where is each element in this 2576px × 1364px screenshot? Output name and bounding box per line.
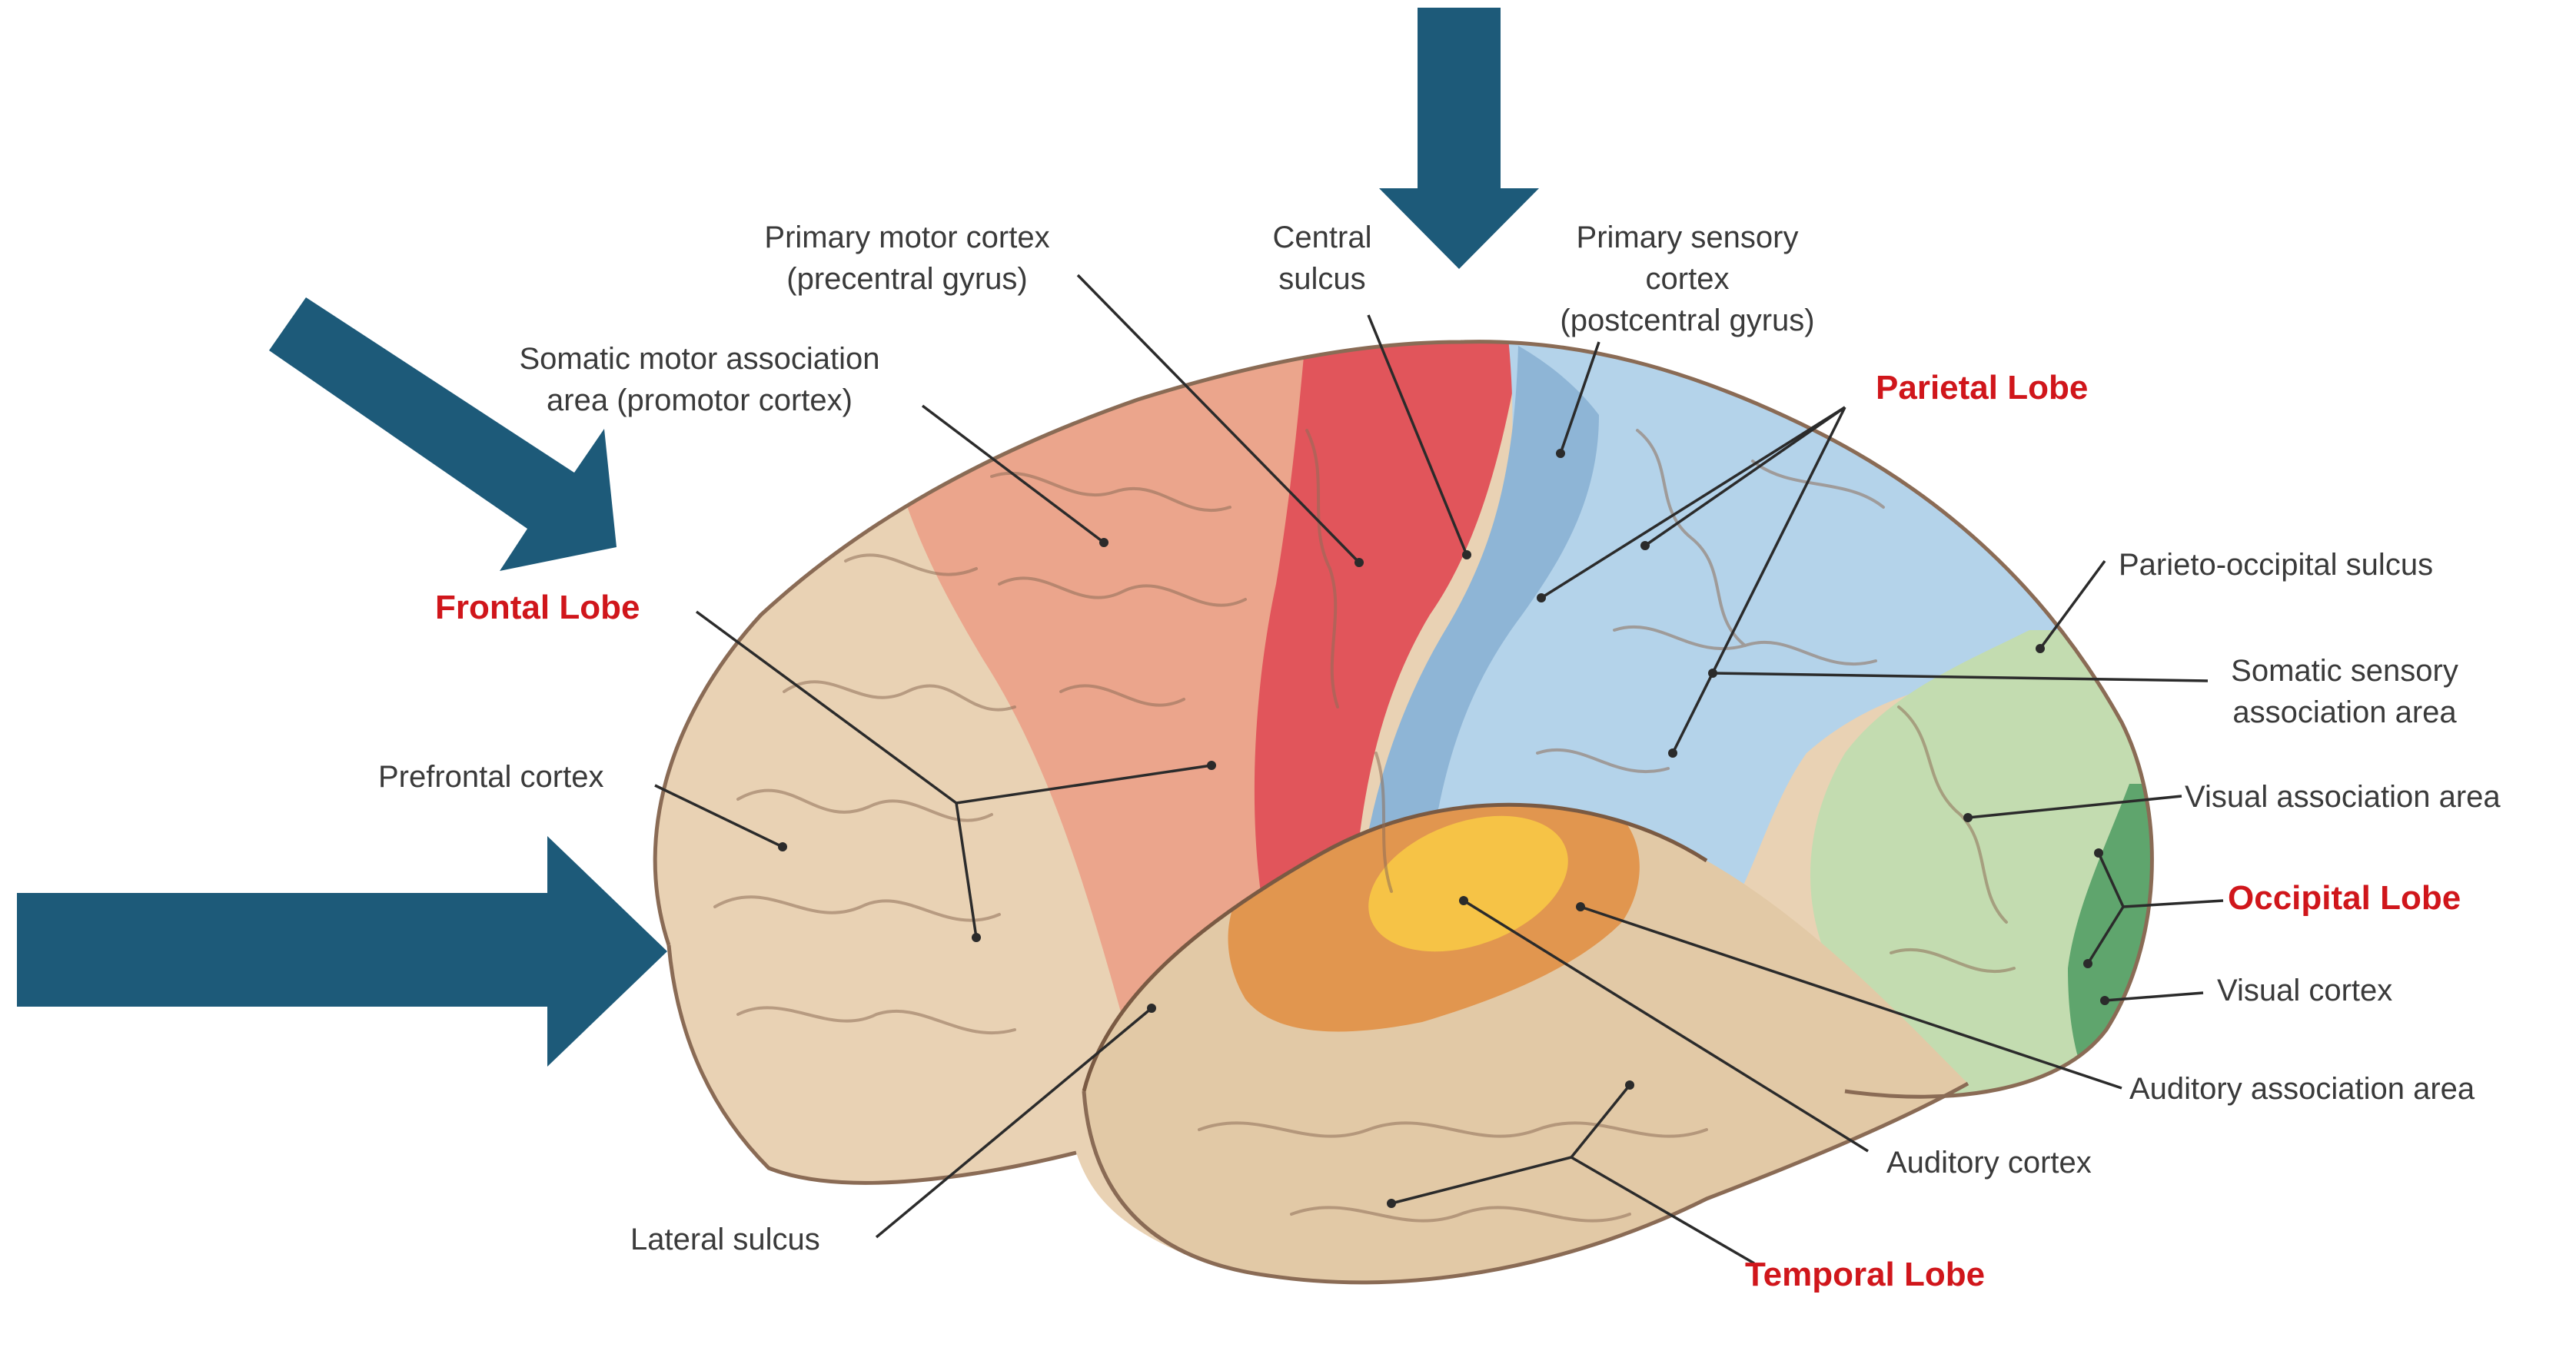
label-primary-sensory-cortex: Primary sensory cortex (postcentral gyru…	[1560, 221, 1815, 337]
label-visual-association-area: Visual association area	[2185, 780, 2501, 814]
line-temporal-3	[1570, 1084, 1631, 1159]
label-frontal-lobe: Frontal Lobe	[435, 589, 640, 626]
label-parietal-lobe: Parietal Lobe	[1876, 369, 2089, 407]
line-occipital-3	[2086, 906, 2125, 964]
arrows	[17, 8, 1539, 1067]
line-frontal-2	[956, 764, 1212, 805]
label-somatic-sensory-association: Somatic sensory association area	[2231, 654, 2458, 729]
label-auditory-association-area: Auditory association area	[2129, 1072, 2475, 1106]
label-somatic-motor-association: Somatic motor association area (promotor…	[519, 342, 880, 417]
line-visual-cortex	[2104, 991, 2204, 1002]
label-temporal-lobe: Temporal Lobe	[1745, 1256, 1986, 1293]
line-frontal-1	[695, 610, 958, 805]
line-occipital-1	[2122, 899, 2224, 908]
line-temporal-2	[1391, 1156, 1572, 1205]
line-occipital-2	[2097, 852, 2125, 908]
line-somatic-motor	[921, 404, 1105, 544]
line-prefrontal	[654, 784, 783, 848]
arrow-left-icon	[17, 836, 667, 1067]
line-somatic-sensory	[1712, 672, 2209, 682]
premotor-region	[884, 341, 1353, 1045]
line-auditory-cortex	[1463, 899, 1869, 1153]
label-primary-motor-cortex: Primary motor cortex (precentral gyrus)	[764, 221, 1050, 296]
line-visual-assoc	[1967, 795, 2182, 819]
line-temporal-1	[1571, 1156, 1755, 1265]
temporal-lower-outline	[1082, 1081, 1969, 1285]
line-central-sulcus	[1367, 314, 1468, 556]
motor-cortex-region	[1254, 341, 1522, 938]
line-lateral-sulcus	[875, 1007, 1153, 1239]
lower-frontal-outline	[666, 944, 1077, 1185]
label-visual-cortex: Visual cortex	[2217, 974, 2393, 1007]
leader-dots	[778, 449, 2109, 1208]
label-central-sulcus: Central sulcus	[1272, 221, 1372, 296]
sensory-cortex-region	[1357, 346, 1599, 907]
line-frontal-3	[955, 802, 978, 938]
leader-lines	[654, 274, 2224, 1265]
auditory-cortex-region	[1368, 815, 1568, 952]
line-parieto-occipital	[2039, 559, 2106, 650]
temporal-outline	[1082, 802, 1708, 1092]
line-parietal-1	[1541, 406, 1846, 599]
line-parietal-2	[1644, 406, 1846, 547]
brain-folds	[713, 429, 2016, 1223]
label-occipital-lobe: Occipital Lobe	[2228, 879, 2461, 917]
line-primary-motor	[1076, 274, 1361, 564]
line-auditory-assoc	[1580, 905, 2122, 1090]
label-prefrontal-cortex: Prefrontal cortex	[378, 760, 604, 794]
arrow-diagonal-icon	[269, 297, 617, 571]
label-parieto-occipital-sulcus: Parieto-occipital sulcus	[2119, 548, 2434, 582]
line-parietal-3	[1671, 407, 1846, 754]
label-auditory-cortex: Auditory cortex	[1886, 1146, 2092, 1180]
label-lateral-sulcus: Lateral sulcus	[630, 1223, 820, 1256]
cerebrum-outline	[653, 340, 2154, 1099]
line-primary-sensory	[1559, 341, 1600, 454]
arrow-top-icon	[1379, 8, 1539, 269]
